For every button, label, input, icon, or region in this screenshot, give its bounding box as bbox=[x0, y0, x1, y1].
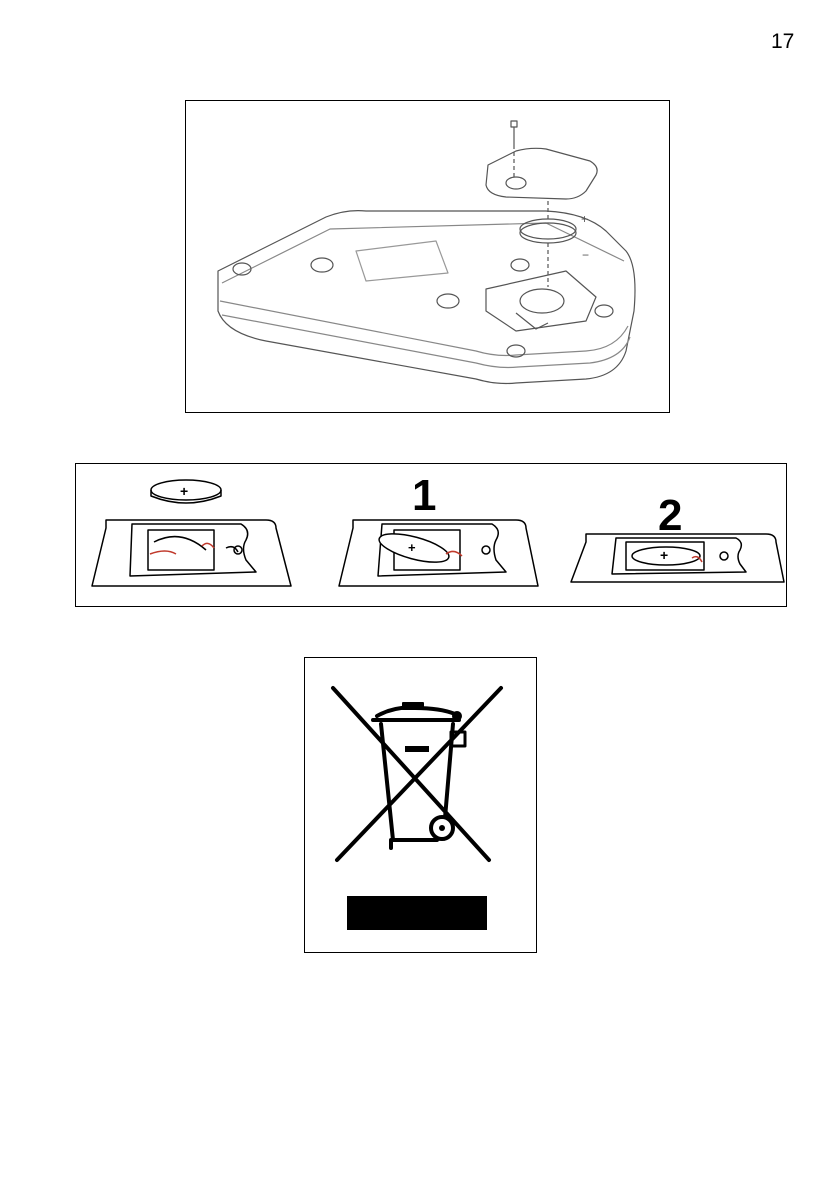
step2-coin-plus: + bbox=[660, 547, 668, 563]
battery-exploded-figure: + − bbox=[185, 100, 670, 413]
minus-marker: − bbox=[582, 248, 589, 262]
foot-2 bbox=[311, 258, 333, 272]
plus-marker: + bbox=[581, 212, 588, 226]
foot-4 bbox=[511, 259, 529, 271]
step-2-label: 2 bbox=[658, 494, 682, 538]
compartment-step-1 bbox=[339, 520, 538, 586]
battery-steps-figure: + + + 1 2 bbox=[75, 463, 787, 607]
compartment-step-2 bbox=[571, 534, 784, 582]
loose-coin-plus: + bbox=[180, 483, 188, 499]
crossed-out-wheelie-bin-icon bbox=[305, 658, 536, 952]
weee-black-bar bbox=[347, 896, 487, 930]
battery-recess bbox=[486, 271, 596, 331]
weee-symbol-figure bbox=[304, 657, 537, 953]
compartment-empty bbox=[92, 520, 291, 586]
foot-5 bbox=[595, 305, 613, 317]
page-number: 17 bbox=[771, 30, 794, 54]
step-1-label: 1 bbox=[412, 474, 436, 518]
step1-coin-plus: + bbox=[408, 540, 416, 555]
device-exploded-drawing: + − bbox=[186, 101, 669, 412]
battery-lid bbox=[486, 148, 597, 199]
foot-3 bbox=[437, 294, 459, 308]
